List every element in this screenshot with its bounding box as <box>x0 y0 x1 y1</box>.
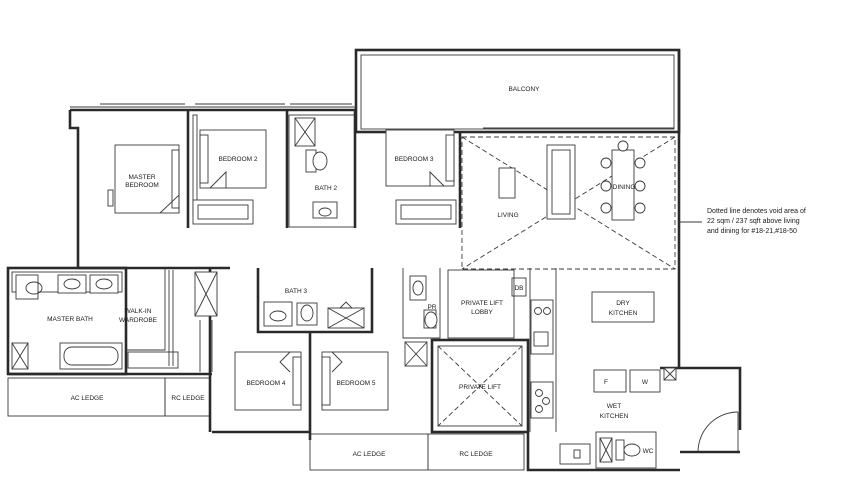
private-lift-label: PRIVATE LIFT <box>459 384 501 391</box>
bath-2: BATH 2 <box>288 110 357 228</box>
bedroom-2: BEDROOM 2 <box>192 110 289 228</box>
bedroom-3-label: BEDROOM 3 <box>394 156 433 163</box>
dining-area: DINING <box>600 140 646 221</box>
rc-ledge-bottom-label: RC LEDGE <box>459 451 493 458</box>
rc-ledge-left-label: RC LEDGE <box>171 395 205 402</box>
bottom-ledges: AC LEDGE RC LEDGE <box>309 433 525 471</box>
walk-in-wardrobe: WALK-IN WARDROBE <box>119 268 179 369</box>
bedroom-4-label: BEDROOM 4 <box>246 380 285 387</box>
void-note-line-2: 22 sqm / 237 sqft above living <box>707 218 800 225</box>
master-bath: MASTER BATH <box>6 266 128 376</box>
lobby-label-1: PRIVATE LIFT <box>461 300 503 307</box>
outer-walls <box>68 50 742 472</box>
bedroom-5-label: BEDROOM 5 <box>336 380 375 387</box>
bedroom-3: BEDROOM 3 <box>385 129 462 228</box>
bedroom-2-label: BEDROOM 2 <box>218 156 257 163</box>
dry-kitchen-label-2: KITCHEN <box>609 310 638 317</box>
db-label: DB <box>514 285 523 292</box>
void-note: Dotted line denotes void area of 22 sqm … <box>679 208 806 235</box>
washer-label: W <box>642 379 649 386</box>
ac-ledge-bottom-label: AC LEDGE <box>353 451 387 458</box>
bath-3-label: BATH 3 <box>285 288 308 295</box>
entrance-door <box>680 411 740 454</box>
private-lift-lobby: DB PRIVATE LIFT LOBBY <box>447 269 527 339</box>
service-shaft <box>194 271 218 372</box>
master-bedroom: MASTER BEDROOM <box>78 110 230 270</box>
bath-3: BATH 3 <box>256 268 374 334</box>
powder-room: PR <box>402 268 441 367</box>
pr-label: PR <box>427 304 436 311</box>
lobby-label-2: LOBBY <box>471 309 493 316</box>
master-bedroom-label-1: MASTER <box>128 174 155 181</box>
fridge-label: F <box>604 379 608 386</box>
balcony-label: BALCONY <box>508 86 540 93</box>
wet-kitchen: F W WET KITCHEN <box>530 268 677 465</box>
wc: WC <box>595 431 657 469</box>
master-bedroom-label-2: BEDROOM <box>125 182 159 189</box>
walk-in-label-1: WALK-IN <box>125 308 152 315</box>
void-note-line-3: and dining for #18-21,#18-50 <box>707 228 797 235</box>
dining-label: DINING <box>613 184 636 191</box>
wet-kitchen-label-2: KITCHEN <box>600 413 629 420</box>
private-lift: PRIVATE LIFT <box>430 338 530 434</box>
living-room: LIVING <box>497 144 576 220</box>
bedrooms-4-5: BEDROOM 4 BEDROOM 5 <box>234 332 389 440</box>
dry-kitchen: DRY KITCHEN <box>529 268 655 432</box>
bath-2-label: BATH 2 <box>315 185 338 192</box>
wet-kitchen-label-1: WET <box>607 403 621 410</box>
wc-label: WC <box>643 448 654 455</box>
master-bath-label: MASTER BATH <box>47 316 93 323</box>
void-note-line-1: Dotted line denotes void area of <box>707 208 806 215</box>
living-label: LIVING <box>497 212 518 219</box>
dry-kitchen-label-1: DRY <box>616 300 630 307</box>
walk-in-label-2: WARDROBE <box>119 317 158 324</box>
ac-ledge-left-label: AC LEDGE <box>71 395 105 402</box>
